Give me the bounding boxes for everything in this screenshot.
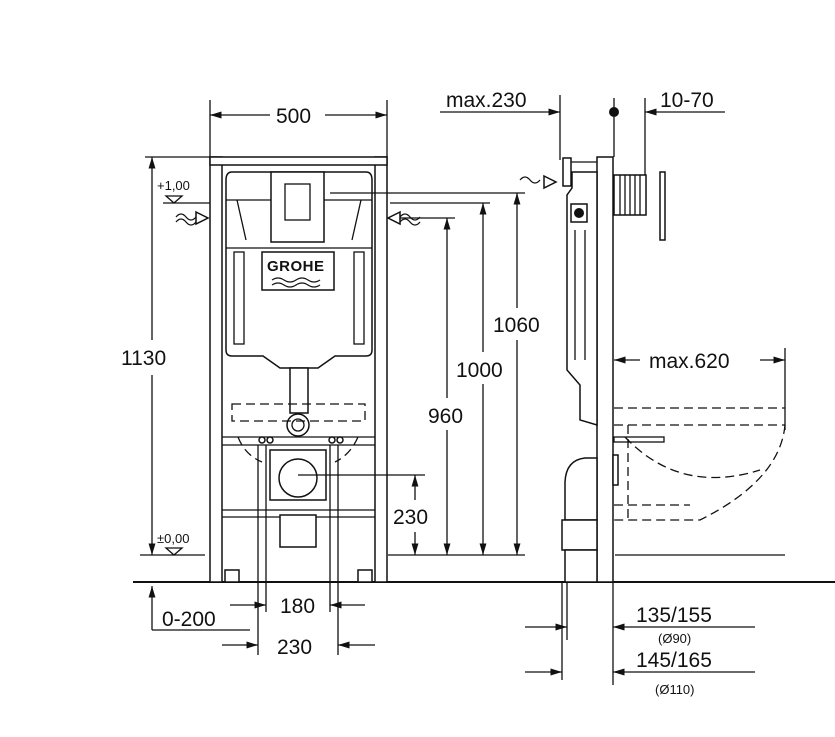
cover-plate (659, 171, 666, 241)
svg-text:230: 230 (393, 506, 428, 529)
dim-max230: max.230 (440, 89, 561, 160)
svg-text:(Ø90): (Ø90) (658, 631, 691, 646)
svg-text:1000: 1000 (456, 359, 503, 382)
grohe-logo-text: GROHE (267, 258, 325, 275)
svg-text:230: 230 (277, 636, 312, 659)
cistern: GROHE (225, 171, 373, 548)
dim-max620: max.620 (614, 348, 786, 430)
height-dimensions: 1060 1000 960 230 (298, 192, 540, 556)
svg-text:max.620: max.620 (649, 350, 730, 373)
dim-10-70: 10-70 (609, 89, 725, 175)
svg-text:10-70: 10-70 (660, 89, 714, 112)
svg-text:960: 960 (428, 405, 463, 428)
svg-text:180: 180 (280, 595, 315, 618)
dim-offset-0-200: 0-200 (148, 586, 250, 631)
dim-1130: 1130 (121, 156, 210, 555)
svg-text:(Ø110): (Ø110) (655, 682, 695, 697)
flush-plate (270, 171, 325, 243)
front-view-frame (209, 156, 388, 583)
svg-text:1060: 1060 (493, 314, 540, 337)
svg-text:500: 500 (276, 105, 311, 128)
side-view (519, 156, 786, 583)
svg-text:135/155: 135/155 (636, 604, 712, 627)
water-inlet-symbols (175, 210, 421, 226)
svg-text:max.230: max.230 (446, 89, 527, 112)
svg-text:1130: 1130 (121, 347, 166, 370)
svg-text:0-200: 0-200 (162, 608, 216, 631)
bottom-width-dimensions: 180 230 (222, 445, 375, 659)
dim-wall-depth: 135/155 (Ø90) 145/165 (Ø110) (525, 582, 755, 697)
svg-text:±0,00: ±0,00 (157, 531, 189, 546)
dim-500: 500 (209, 100, 388, 157)
svg-text:145/165: 145/165 (636, 649, 712, 672)
svg-text:+1,00: +1,00 (157, 178, 190, 193)
level-marks: +1,00 ±0,00 (140, 178, 210, 556)
